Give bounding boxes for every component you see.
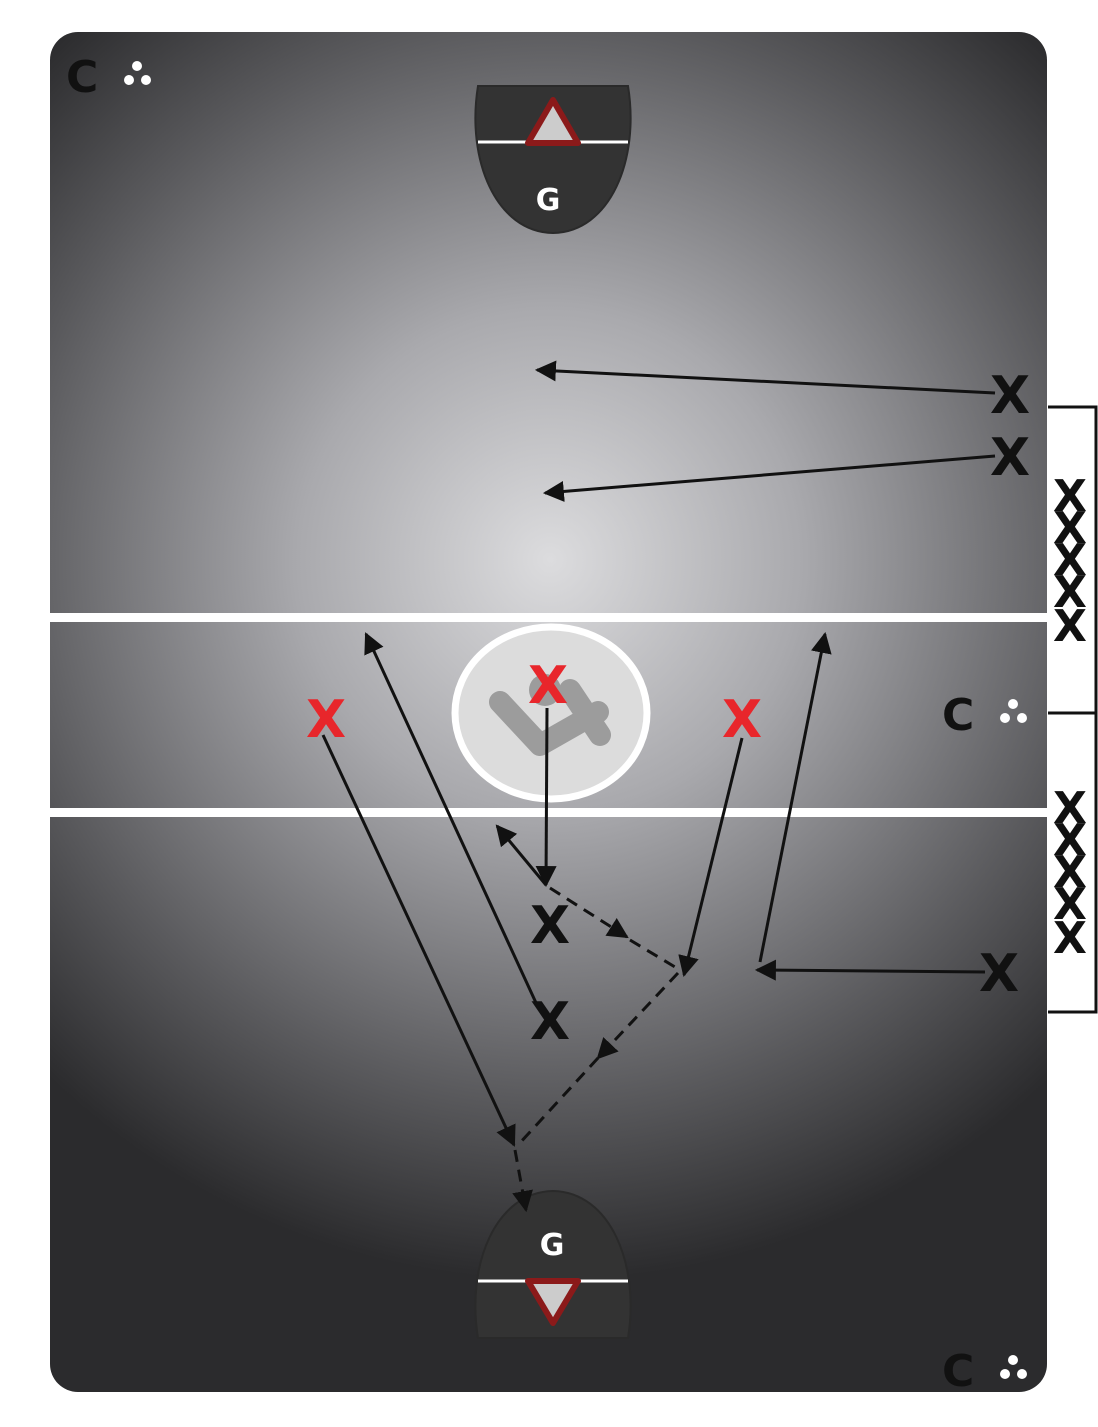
bench-player: X (1053, 815, 1087, 866)
substitution-area (1048, 405, 1098, 1014)
run-arrow (495, 824, 548, 886)
run-arrow (678, 737, 744, 978)
coach-marker-sideline: C (942, 690, 1027, 741)
bench-player: X (1053, 471, 1087, 522)
player-offense: X (528, 656, 568, 716)
coach-label: C (942, 1346, 974, 1397)
run-arrow (535, 707, 557, 888)
bench-player: X (1053, 913, 1087, 964)
run-arrow (364, 632, 539, 1006)
offense-players: X X X (306, 656, 762, 750)
goal-icon (525, 1278, 581, 1326)
pass-arrow (549, 886, 629, 939)
player-defense: X (530, 992, 570, 1052)
run-arrow (321, 734, 516, 1147)
bench-player: X (1053, 567, 1087, 618)
restraining-line-bottom (50, 808, 1047, 817)
coach-marker-bottom-right: C (942, 1346, 1027, 1397)
bench-player: X (1053, 535, 1087, 586)
player-defense: X (979, 944, 1019, 1004)
coach-label: C (942, 690, 974, 741)
player-defense: X (990, 428, 1030, 488)
bench-player: X (1053, 847, 1087, 898)
bench-player: X (1053, 503, 1087, 554)
restraining-line-top (50, 613, 1047, 622)
pass-arrow (512, 1149, 533, 1213)
defense-players: X X X X X (530, 366, 1030, 1052)
coach-label: C (66, 52, 98, 103)
coach-marker-top-left: C (66, 52, 151, 103)
run-arrow (542, 454, 996, 502)
balls-icon (1000, 1355, 1027, 1379)
goal-crease-bottom: G (474, 1189, 632, 1339)
goalie-label: G (536, 183, 561, 218)
run-arrow (754, 959, 986, 981)
player-offense: X (306, 690, 346, 750)
bench-player: X (1053, 879, 1087, 930)
run-arrow (534, 360, 996, 395)
bench-player: X (1053, 783, 1087, 834)
pass-arrow (629, 938, 681, 972)
goalie-label: G (540, 1228, 565, 1263)
pass-arrows (512, 886, 681, 1213)
bench-players: X X X X X X X X X X (1053, 471, 1087, 964)
player-defense: X (990, 366, 1030, 426)
goal-icon (525, 97, 581, 146)
balls-icon (124, 61, 151, 85)
balls-icon (1000, 699, 1027, 723)
goal-crease-top: G (474, 85, 632, 235)
player-defense: X (530, 896, 570, 956)
center-logo (451, 623, 651, 803)
run-arrow (758, 631, 832, 963)
player-offense: X (722, 690, 762, 750)
bench-player: X (1053, 601, 1087, 652)
movement-arrows (321, 360, 996, 1147)
